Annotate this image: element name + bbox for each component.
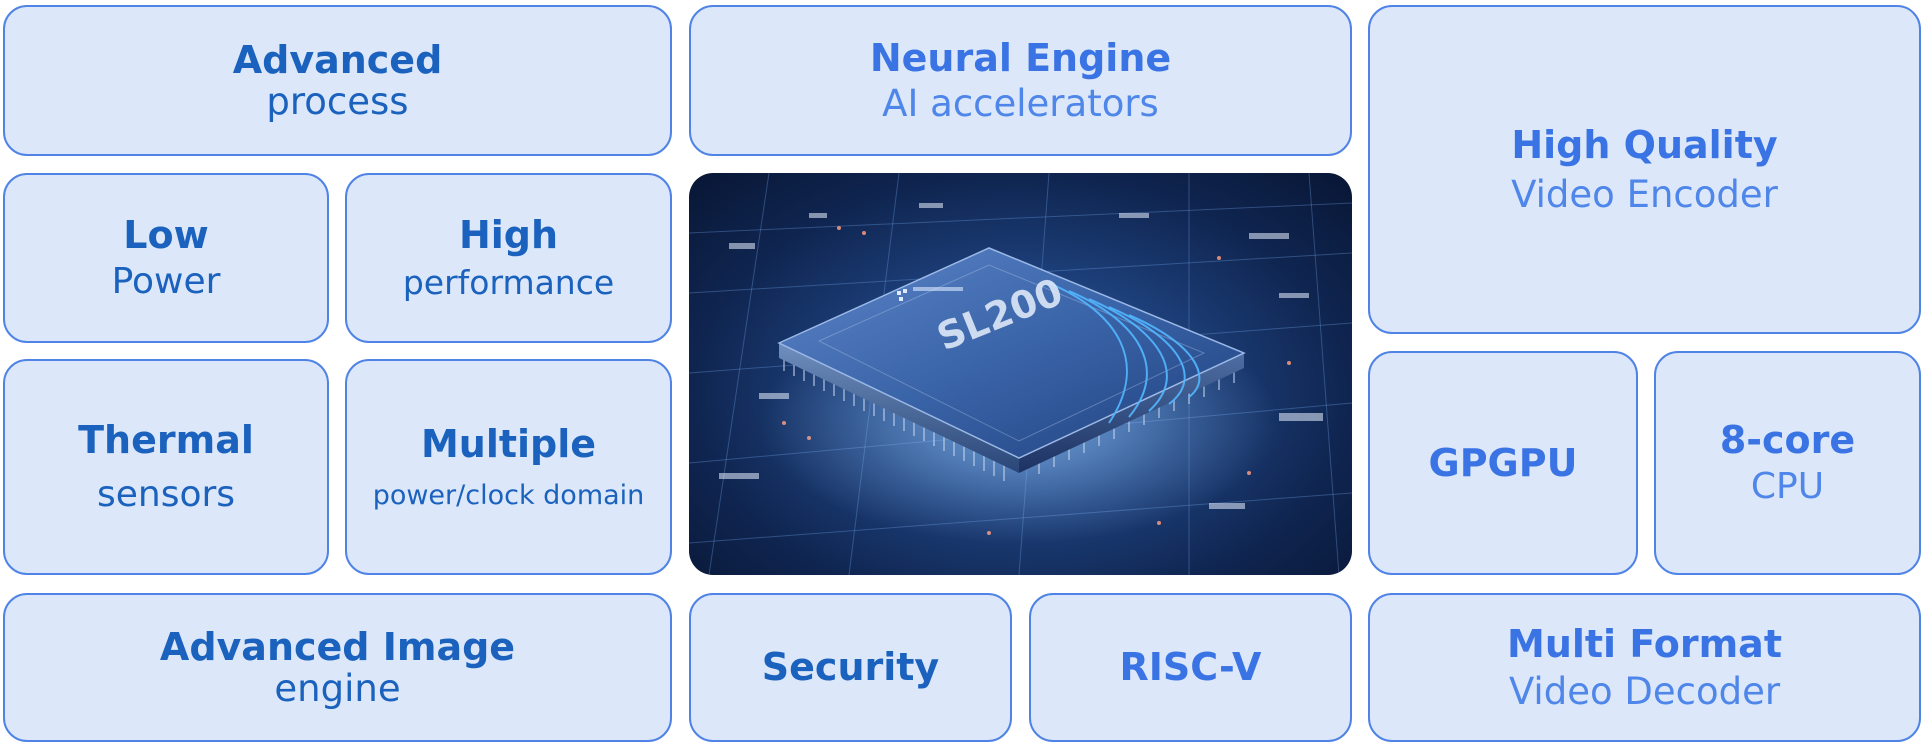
feature-subtitle: AI accelerators [882, 82, 1159, 126]
feature-title: RISC-V [1119, 645, 1262, 690]
feature-tile-gpgpu: GPGPU [1368, 351, 1638, 575]
feature-tile-advanced-process: Advanced process [3, 5, 672, 156]
feature-tile-thermal-sensors: Thermal sensors [3, 359, 329, 575]
feature-subtitle: Video Encoder [1511, 173, 1778, 217]
feature-tile-8-core-cpu: 8-core CPU [1654, 351, 1921, 575]
feature-tile-multi-format-video-decoder: Multi Format Video Decoder [1368, 593, 1921, 742]
feature-tile-high-quality-video-encoder: High Quality Video Encoder [1368, 5, 1921, 334]
feature-subtitle: performance [402, 262, 615, 302]
feature-title: Neural Engine [869, 35, 1172, 80]
feature-subtitle: Power [111, 261, 221, 303]
feature-title: 8-core [1719, 417, 1856, 462]
feature-subtitle: CPU [1750, 466, 1825, 508]
feature-title: Multiple [420, 421, 597, 466]
feature-tile-low-power: Low Power [3, 173, 329, 343]
feature-title: Low [123, 212, 209, 257]
processor-chip-icon: SL200 [689, 173, 1352, 575]
feature-tile-risc-v: RISC-V [1029, 593, 1352, 742]
feature-title: Advanced [232, 37, 443, 82]
feature-tile-security: Security [689, 593, 1012, 742]
feature-title: GPGPU [1428, 440, 1578, 485]
feature-title: High [458, 213, 559, 258]
feature-tile-advanced-image-engine: Advanced Image engine [3, 593, 672, 742]
feature-title: Advanced Image [159, 624, 516, 669]
feature-tile-multiple-power-clock-domain: Multiple power/clock domain [345, 359, 672, 575]
feature-title: Security [761, 645, 940, 690]
feature-subtitle: process [266, 80, 409, 124]
feature-subtitle: power/clock domain [372, 480, 645, 512]
feature-title: High Quality [1511, 122, 1778, 167]
feature-tile-high-performance: High performance [345, 173, 672, 343]
feature-title: Multi Format [1507, 621, 1782, 666]
feature-tile-neural-engine: Neural Engine AI accelerators [689, 5, 1352, 156]
feature-subtitle: Video Decoder [1508, 670, 1781, 714]
feature-subtitle: engine [274, 667, 401, 711]
feature-subtitle: sensors [96, 474, 236, 516]
feature-title: Thermal [78, 417, 254, 462]
